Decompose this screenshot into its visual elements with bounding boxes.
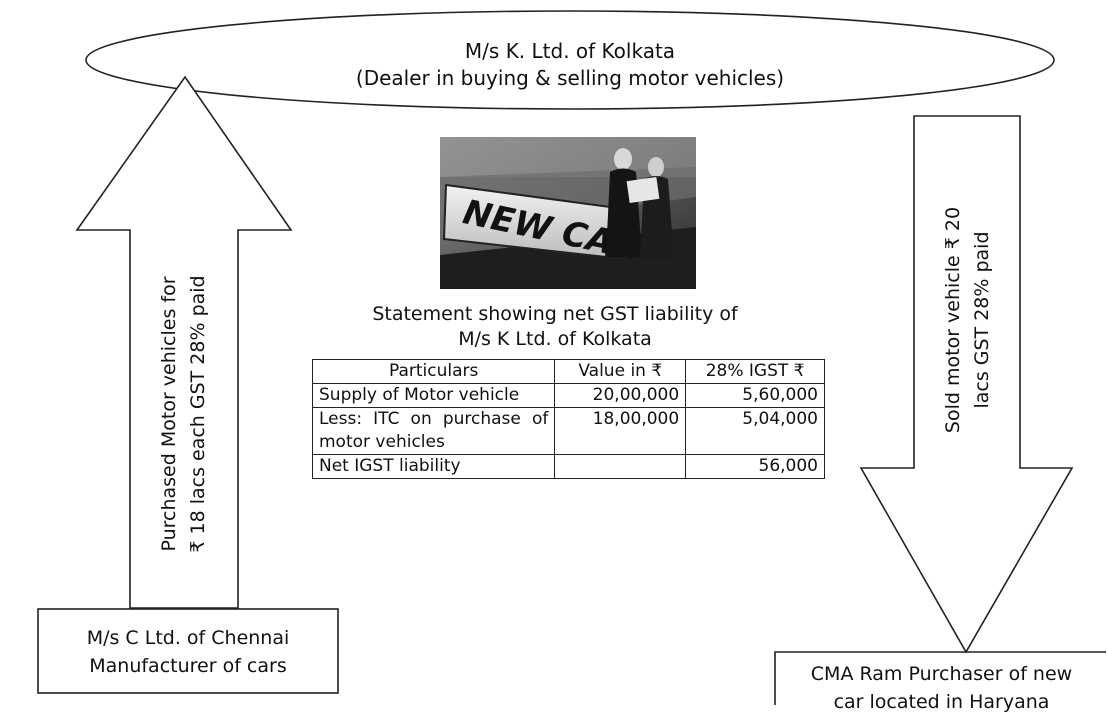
sale-arrow-line1: Sold motor vehicle ₹ 20 [942,206,964,434]
statement-caption: Statement showing net GST liability of M… [335,302,775,352]
table-row: Supply of Motor vehicle 20,00,000 5,60,0… [311,383,825,408]
purchase-arrow-line1: Purchased Motor vehicles for [158,276,180,552]
purchase-arrow-label: Purchased Motor vehicles for ₹ 18 lacs e… [155,224,213,604]
row-net-igst: 56,000 [685,454,825,479]
manufacturer-box [37,608,339,694]
purchase-arrow-up [75,75,293,609]
statement-caption-line1: Statement showing net GST liability of [372,303,738,325]
row-net-particular: Net IGST liability [311,454,556,479]
purchaser-label: CMA Ram Purchaser of new car located in … [777,660,1106,716]
purchase-arrow-line2: ₹ 18 lacs each GST 28% paid [187,275,209,553]
header-particulars: Particulars [311,359,556,384]
sale-arrow-line2: lacs GST 28% paid [971,231,993,409]
manufacturer-name: M/s C Ltd. of Chennai [86,627,290,649]
dealer-description: (Dealer in buying & selling motor vehicl… [355,66,785,90]
sale-arrow-label: Sold motor vehicle ₹ 20 lacs GST 28% pai… [939,170,997,470]
table-row: Less: ITC on purchase of motor vehicles … [311,407,825,455]
sale-arrow-down [859,115,1074,654]
manufacturer-label: M/s C Ltd. of Chennai Manufacturer of ca… [38,624,338,680]
new-car-photo: NEW CAR [440,137,696,289]
row-supply-igst: 5,60,000 [685,383,825,408]
dealer-name: M/s K. Ltd. of Kolkata [464,39,676,63]
dealer-ellipse [85,10,1055,110]
manufacturer-description: Manufacturer of cars [89,655,287,677]
row-supply-value: 20,00,000 [554,383,687,408]
row-supply-particular: Supply of Motor vehicle [311,383,556,408]
row-net-value [554,454,687,479]
purchaser-location: car located in Haryana [833,691,1050,713]
dealer-label: M/s K. Ltd. of Kolkata (Dealer in buying… [290,38,850,92]
header-value: Value in ₹ [554,359,687,384]
gst-statement-table: Particulars Value in ₹ 28% IGST ₹ Supply… [311,359,825,479]
purchaser-box [774,651,1106,705]
header-igst: 28% IGST ₹ [685,359,825,384]
row-itc-igst: 5,04,000 [685,407,825,455]
purchaser-name: CMA Ram Purchaser of new [810,663,1073,685]
row-itc-particular: Less: ITC on purchase of motor vehicles [311,407,556,455]
row-itc-value: 18,00,000 [554,407,687,455]
table-row: Net IGST liability 56,000 [311,454,825,479]
table-header-row: Particulars Value in ₹ 28% IGST ₹ [311,359,825,384]
statement-caption-line2: M/s K Ltd. of Kolkata [458,328,652,350]
